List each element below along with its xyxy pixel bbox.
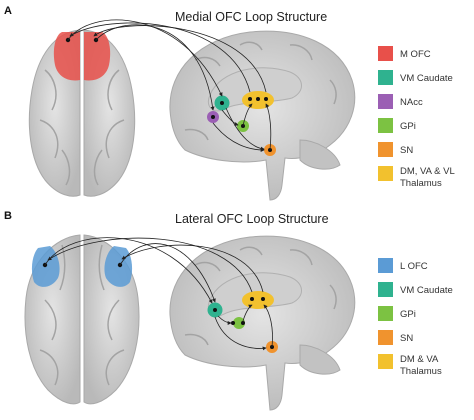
legend-b-swatch-0 — [378, 258, 393, 273]
legend-a-swatch-4 — [378, 142, 393, 157]
legend-a-swatch-1 — [378, 70, 393, 85]
legend-a-swatch-2 — [378, 94, 393, 109]
panel-a-legend: M OFC VM Caudate NAcc GPi SN DM, VA & VL… — [378, 46, 455, 189]
panel-b-letter: B — [4, 210, 12, 222]
panel-b-pathways — [44, 237, 273, 351]
legend-a-label-5: DM, VA & VL — [400, 166, 455, 177]
m-ofc-left-region — [53, 32, 80, 81]
legend-b-label-1: VM Caudate — [400, 285, 453, 296]
legend-b-swatch-1 — [378, 282, 393, 297]
legend-b-label-4b: Thalamus — [400, 366, 442, 377]
legend-b-swatch-4 — [378, 354, 393, 369]
panel-b-sagittal-brain — [169, 235, 356, 411]
panel-a-letter: A — [4, 5, 12, 17]
legend-a-label-1: VM Caudate — [400, 73, 453, 84]
panel-a-pathways — [67, 19, 272, 152]
legend-a-label-4: SN — [400, 145, 413, 156]
legend-a-label-2: NAcc — [400, 97, 423, 108]
legend-a-swatch-3 — [378, 118, 393, 133]
panel-a-dorsal-brain — [28, 29, 136, 197]
legend-a-label-0: M OFC — [400, 49, 431, 60]
legend-b-label-3: SN — [400, 333, 413, 344]
panel-b-title: Lateral OFC Loop Structure — [175, 212, 329, 226]
legend-b-label-0: L OFC — [400, 261, 428, 272]
legend-b-label-4: DM & VA — [400, 354, 439, 365]
gpi-region-b — [233, 317, 245, 329]
panel-b-dorsal-brain — [24, 234, 140, 405]
legend-b-swatch-3 — [378, 330, 393, 345]
thalamus-region-b — [242, 291, 274, 309]
legend-a-label-3: GPi — [400, 121, 416, 132]
panel-b: B Lateral OFC Loop Structure — [4, 210, 453, 411]
panel-a-title: Medial OFC Loop Structure — [175, 10, 327, 24]
legend-b-swatch-2 — [378, 306, 393, 321]
legend-a-swatch-0 — [378, 46, 393, 61]
legend-a-swatch-5 — [378, 166, 393, 181]
panel-a-sagittal-brain — [169, 30, 356, 201]
legend-a-label-5b: Thalamus — [400, 178, 442, 189]
m-ofc-right-region — [84, 32, 111, 81]
legend-b-label-2: GPi — [400, 309, 416, 320]
panel-a: A Medial OFC Loop Structure — [4, 5, 455, 201]
panel-b-legend: L OFC VM Caudate GPi SN DM & VA Thalamus — [378, 258, 453, 377]
